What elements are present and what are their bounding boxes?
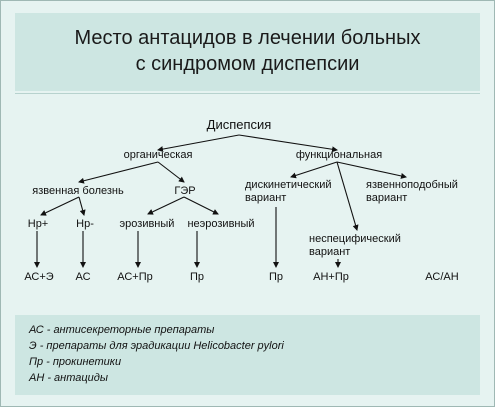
node-peptic-ulcer: язвенная болезнь xyxy=(32,185,124,197)
target-ac-pr: АС+Пр xyxy=(117,271,153,283)
node-hp-negative: Нр- xyxy=(76,218,94,230)
title-box: Место антацидов в лечении больных с синд… xyxy=(15,13,480,91)
node-ulcerlike-line-1: язвенноподобный xyxy=(366,179,458,191)
node-functional: функциональная xyxy=(295,149,383,161)
node-hp-positive: Нр+ xyxy=(27,218,49,230)
edge-ulcer-hppos xyxy=(40,196,80,216)
node-erosive: эрозивный xyxy=(119,218,175,230)
node-ulcerlike-line-2: вариант xyxy=(366,192,408,204)
node-nonspecific-line-2: вариант xyxy=(309,246,351,258)
edge-organic-ulcer xyxy=(78,161,159,184)
node-dyskinetic-line-2: вариант xyxy=(245,192,287,204)
legend-item-an: АН - антациды xyxy=(29,372,108,384)
edge-gerd-erosive xyxy=(147,196,185,215)
target-pr-gerd: Пр xyxy=(189,271,205,283)
target-ac-an: АС/АН xyxy=(425,271,459,283)
edge-functional-ulcerlike xyxy=(336,161,407,179)
edge-functional-dyskinetic xyxy=(290,161,338,179)
legend-item-ac: АС - антисекреторные препараты xyxy=(29,324,215,336)
legend-item-pr: Пр - прокинетики xyxy=(29,356,122,368)
node-nonerosive: неэрозивный xyxy=(187,218,255,230)
edge-root-functional xyxy=(238,134,338,153)
edge-functional-nonspecific xyxy=(336,161,359,231)
title-line-2: с синдромом диспепсии xyxy=(135,53,360,75)
legend-item-e: Э - препараты для эрадикации Helicobacte… xyxy=(29,340,284,352)
node-organic: органическая xyxy=(123,149,193,161)
edge-gerd-nonerosive xyxy=(183,196,219,215)
node-dyskinetic-line-1: дискинетический xyxy=(245,179,332,191)
edge-ulcer-hpneg xyxy=(78,196,86,216)
target-an-pr: АН+Пр xyxy=(313,271,349,283)
node-dyspepsia: Диспепсия xyxy=(206,117,272,132)
legend-box: АС - антисекреторные препараты Э - препа… xyxy=(15,315,480,395)
edge-organic-gerd xyxy=(157,161,185,183)
node-gerd: ГЭР xyxy=(174,185,196,197)
target-ac-e: АС+Э xyxy=(24,271,54,283)
edge-root-organic xyxy=(157,134,240,153)
target-ac: АС xyxy=(75,271,91,283)
title-line-1: Место антацидов в лечении больных xyxy=(74,27,421,49)
title-separator xyxy=(15,93,480,94)
target-pr-dyskinetic: Пр xyxy=(268,271,284,283)
node-nonspecific-line-1: неспецифический xyxy=(309,233,401,245)
